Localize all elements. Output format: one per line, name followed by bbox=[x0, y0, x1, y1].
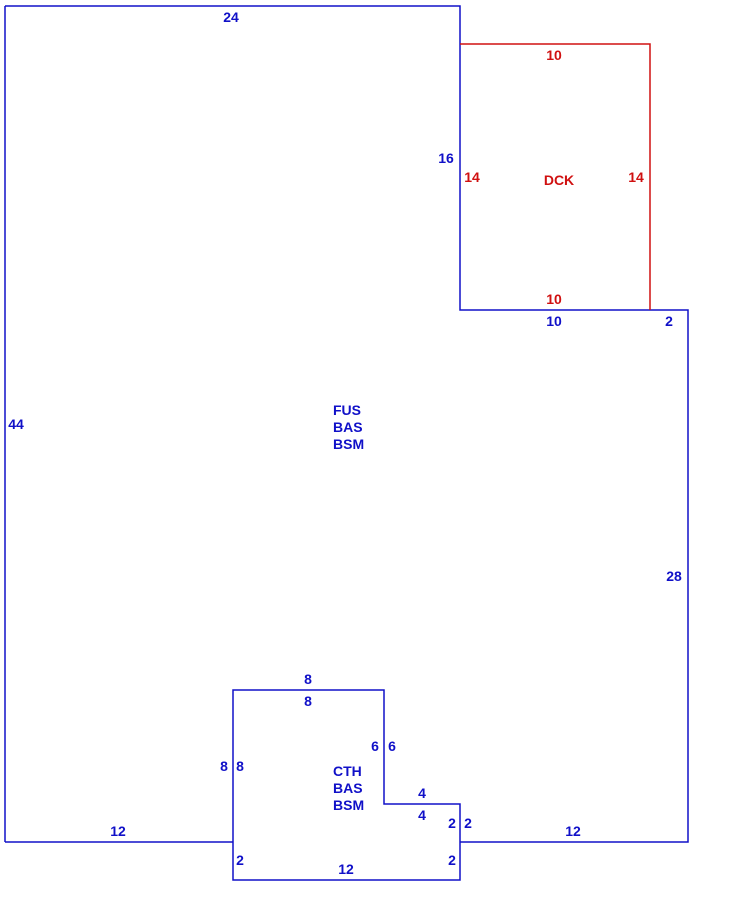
dim-deck-right: 14 bbox=[628, 169, 644, 185]
deck-area-label: DCK bbox=[544, 172, 574, 188]
cth-outline bbox=[232, 689, 461, 881]
dim-cth-left-in: 8 bbox=[236, 758, 244, 774]
dim-bottom-right: 12 bbox=[565, 823, 581, 839]
dim-cth-lower-left: 2 bbox=[236, 852, 244, 868]
dim-cth-step-in: 4 bbox=[418, 807, 426, 823]
dim-cth-top-in: 8 bbox=[304, 693, 312, 709]
dim-cth-top-out: 8 bbox=[304, 671, 312, 687]
cth-area-label-2: BAS bbox=[333, 780, 363, 796]
dim-top: 24 bbox=[223, 9, 239, 25]
main-area-label-3: BSM bbox=[333, 436, 364, 452]
dim-deck-bottom-outer: 10 bbox=[546, 313, 562, 329]
dim-deck-top: 10 bbox=[546, 47, 562, 63]
deck-outline bbox=[460, 43, 651, 310]
dim-cth-right-a: 6 bbox=[371, 738, 379, 754]
cth-area-label-1: CTH bbox=[333, 763, 362, 779]
cth-area-label-3: BSM bbox=[333, 797, 364, 813]
dim-cth-left-out: 8 bbox=[220, 758, 228, 774]
dim-cth-step-out: 4 bbox=[418, 785, 426, 801]
dim-bottom-left: 12 bbox=[110, 823, 126, 839]
dim-deck-bottom: 10 bbox=[546, 291, 562, 307]
dim-cth-right-b: 6 bbox=[388, 738, 396, 754]
dim-deck-left: 14 bbox=[464, 169, 480, 185]
dim-cth-side-b: 2 bbox=[464, 815, 472, 831]
dim-cth-bottom: 12 bbox=[338, 861, 354, 877]
dim-left: 44 bbox=[8, 416, 24, 432]
main-outline bbox=[5, 5, 689, 843]
dim-deck-left-outer: 16 bbox=[438, 150, 454, 166]
main-area-label-2: BAS bbox=[333, 419, 363, 435]
dim-cth-side-a: 2 bbox=[448, 815, 456, 831]
main-area-label-1: FUS bbox=[333, 402, 361, 418]
dim-right-step: 2 bbox=[665, 313, 673, 329]
dim-right: 28 bbox=[666, 568, 682, 584]
dim-cth-lower-right: 2 bbox=[448, 852, 456, 868]
